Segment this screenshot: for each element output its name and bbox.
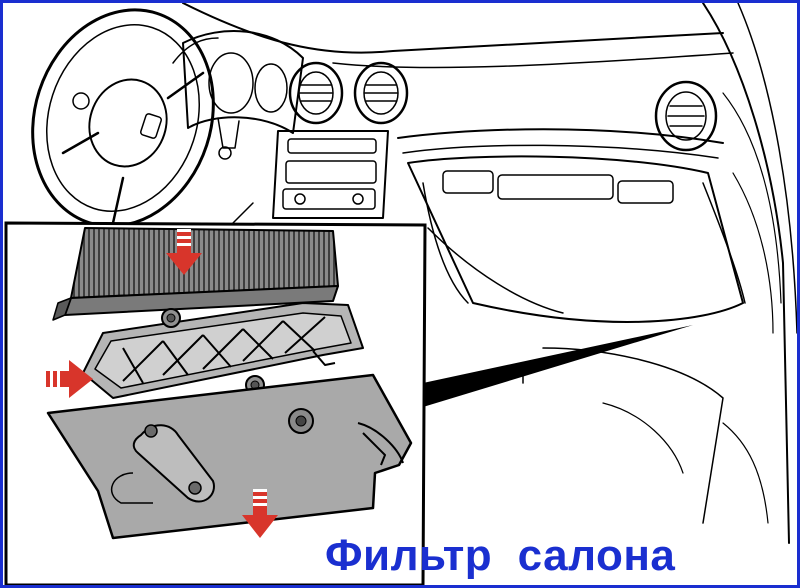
pointer-wedge bbox=[423, 325, 693, 407]
instrument-cluster bbox=[182, 30, 304, 160]
cover-remove-arrow bbox=[242, 489, 278, 538]
center-vents bbox=[288, 61, 409, 125]
filter-housing-frame bbox=[82, 302, 364, 399]
steering-wheel bbox=[31, 8, 219, 228]
filter-insert-arrow bbox=[166, 229, 202, 275]
housing-cover bbox=[46, 373, 413, 540]
caption-title: Фильтр салона bbox=[325, 531, 676, 580]
housing-insert-arrow bbox=[43, 360, 93, 398]
cabin-filter-illustration bbox=[4, 3, 797, 585]
right-vent bbox=[654, 80, 718, 152]
cabin-filter-element bbox=[52, 227, 339, 321]
dashboard bbox=[31, 3, 797, 544]
center-console bbox=[232, 130, 389, 224]
glovebox bbox=[407, 155, 746, 323]
